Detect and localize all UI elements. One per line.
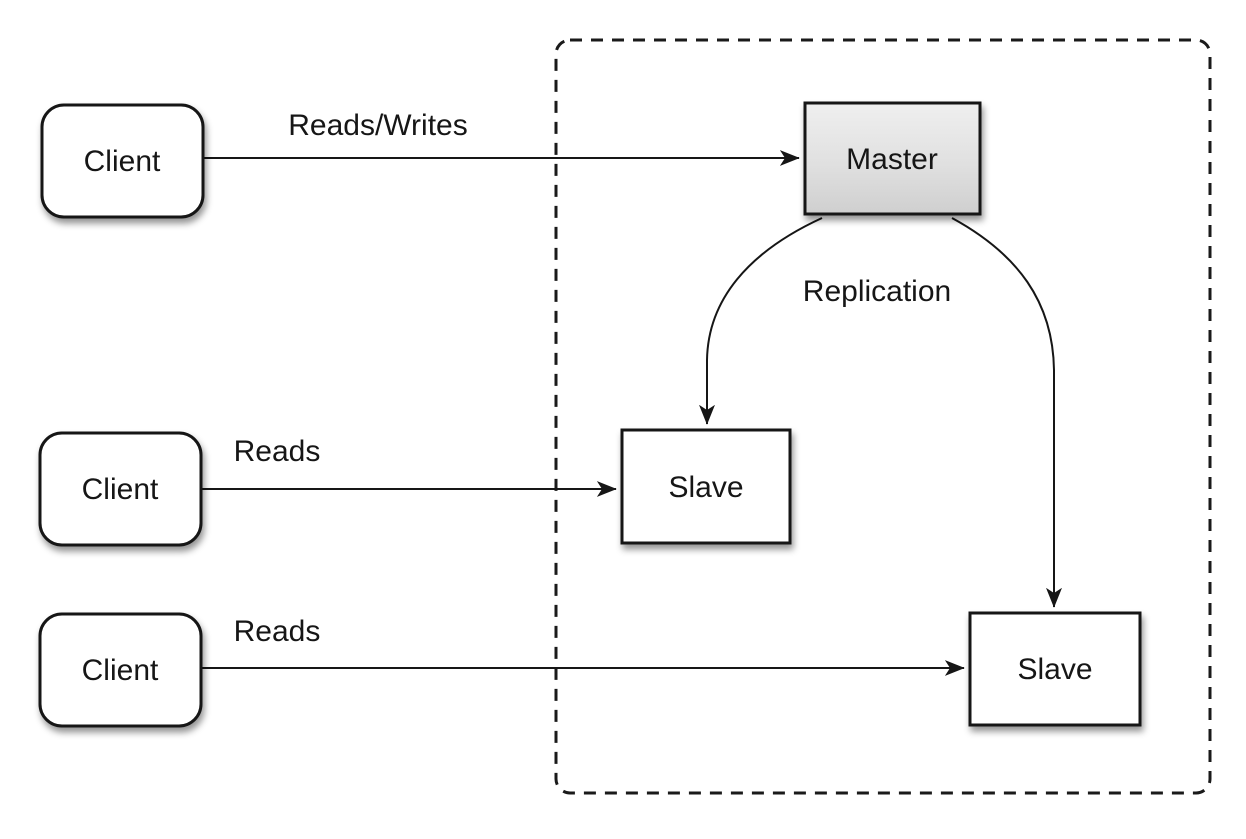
node-client-middle: Client: [38, 431, 203, 547]
master-box: [803, 101, 982, 216]
edge-master-to-slave-right: [951, 217, 1062, 608]
edge-label-replication: Replication: [803, 275, 951, 308]
edge-label-reads-middle: Reads: [234, 435, 321, 468]
node-client-bottom: Client: [38, 612, 203, 728]
node-slave-left: Slave: [620, 428, 792, 545]
client-top-label: Client: [84, 145, 161, 178]
master-label: Master: [846, 143, 938, 176]
edge-label-reads-bottom: Reads: [234, 615, 321, 648]
client-middle-box: [38, 431, 203, 547]
client-top-box: [40, 103, 205, 219]
edge-master-to-slave-left: [699, 217, 823, 425]
edge-labels: Reads/Writes Reads Reads Replication: [234, 109, 952, 648]
node-client-top: Client: [40, 103, 205, 219]
client-bottom-box: [38, 612, 203, 728]
slave-right-label: Slave: [1017, 653, 1092, 686]
node-master: Master: [803, 101, 982, 216]
replication-cluster-boundary: [554, 38, 1212, 795]
client-bottom-label: Client: [82, 654, 159, 687]
edge-label-reads-writes: Reads/Writes: [288, 109, 468, 142]
edges: [201, 150, 1062, 676]
node-slave-right: Slave: [968, 611, 1142, 727]
slave-left-box: [620, 428, 792, 545]
slave-left-label: Slave: [668, 471, 743, 504]
slave-right-box: [968, 611, 1142, 727]
client-middle-label: Client: [82, 473, 159, 506]
